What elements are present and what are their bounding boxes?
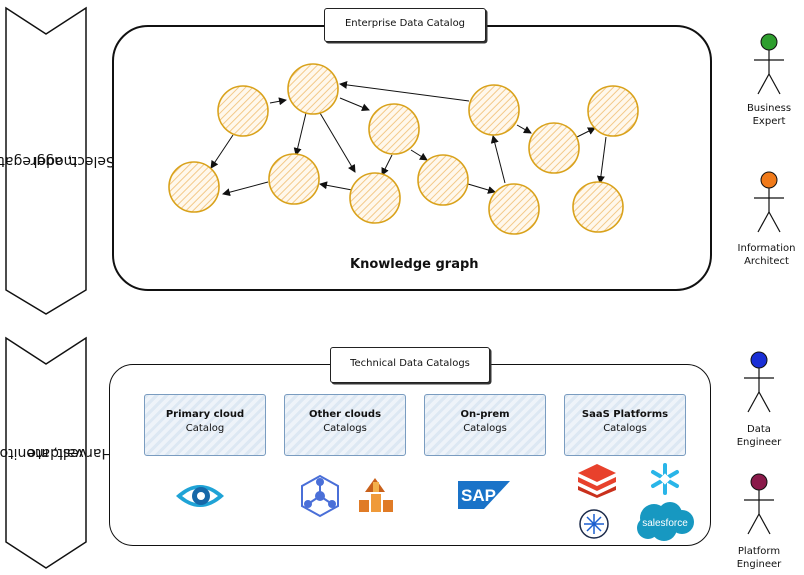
databricks-logo: [578, 464, 616, 498]
catalog-box-saas-platforms: SaaS Platforms Catalogs: [564, 394, 686, 456]
persona-platform-engineer-icon: [744, 473, 774, 535]
graph-node: [368, 103, 420, 155]
graph-edge: [576, 127, 596, 138]
graph-edge: [319, 181, 353, 191]
svg-text:SAP: SAP: [461, 486, 496, 505]
graph-node: [168, 161, 220, 213]
graph-edge: [222, 181, 269, 197]
catalog-box-other-clouds: Other clouds Catalogs: [284, 394, 406, 456]
salesforce-logo: salesforce: [637, 502, 694, 541]
sap-logo: SAP: [458, 481, 510, 509]
graph-node: [572, 181, 624, 233]
graph-node: [287, 63, 339, 115]
graph-node: [528, 122, 580, 174]
catalog-box-on-prem: On-prem Catalogs: [424, 394, 546, 456]
starburst-logo: [579, 509, 609, 539]
enterprise-catalog-panel: [112, 25, 712, 291]
graph-edge: [516, 124, 532, 134]
graph-edge: [269, 97, 287, 106]
step-label-harvest: Harvest, monitor andvalidate: [0, 445, 112, 461]
hexagon-network-logo: [301, 474, 339, 518]
graph-node: [217, 85, 269, 137]
graph-edge: [596, 136, 607, 184]
graph-edge: [410, 149, 428, 161]
graph-edge: [339, 97, 370, 112]
catalog-box-primary-cloud: Primary cloud Catalog: [144, 394, 266, 456]
aws-glue-logo: [359, 478, 393, 512]
graph-node: [349, 172, 401, 224]
graph-node: [268, 153, 320, 205]
enterprise-catalog-title: Enterprise Data Catalog: [324, 8, 486, 42]
knowledge-graph-label: Knowledge graph: [350, 257, 479, 272]
graph-node: [417, 154, 469, 206]
persona-business-expert-icon: [754, 33, 784, 95]
graph-node: [468, 84, 520, 136]
graph-node: [587, 85, 639, 137]
graph-edge: [490, 135, 506, 184]
persona-information-architect-icon: [754, 171, 784, 233]
graph-edge: [210, 134, 234, 169]
graph-edge: [293, 112, 307, 156]
eye-catalog-logo: [176, 485, 224, 507]
svg-text:salesforce: salesforce: [642, 518, 688, 529]
graph-edge: [467, 183, 496, 194]
step-chevron-top: [5, 6, 87, 315]
snowflake-logo: [651, 463, 679, 495]
graph-edge: [319, 112, 356, 173]
graph-edge: [339, 80, 470, 102]
technical-catalogs-title: Technical Data Catalogs: [330, 347, 490, 383]
graph-node: [488, 183, 540, 235]
persona-data-engineer-icon: [744, 351, 774, 413]
graph-edge: [381, 154, 393, 176]
knowledge-graph: [168, 63, 639, 235]
step-chevron-bottom: [5, 336, 87, 569]
